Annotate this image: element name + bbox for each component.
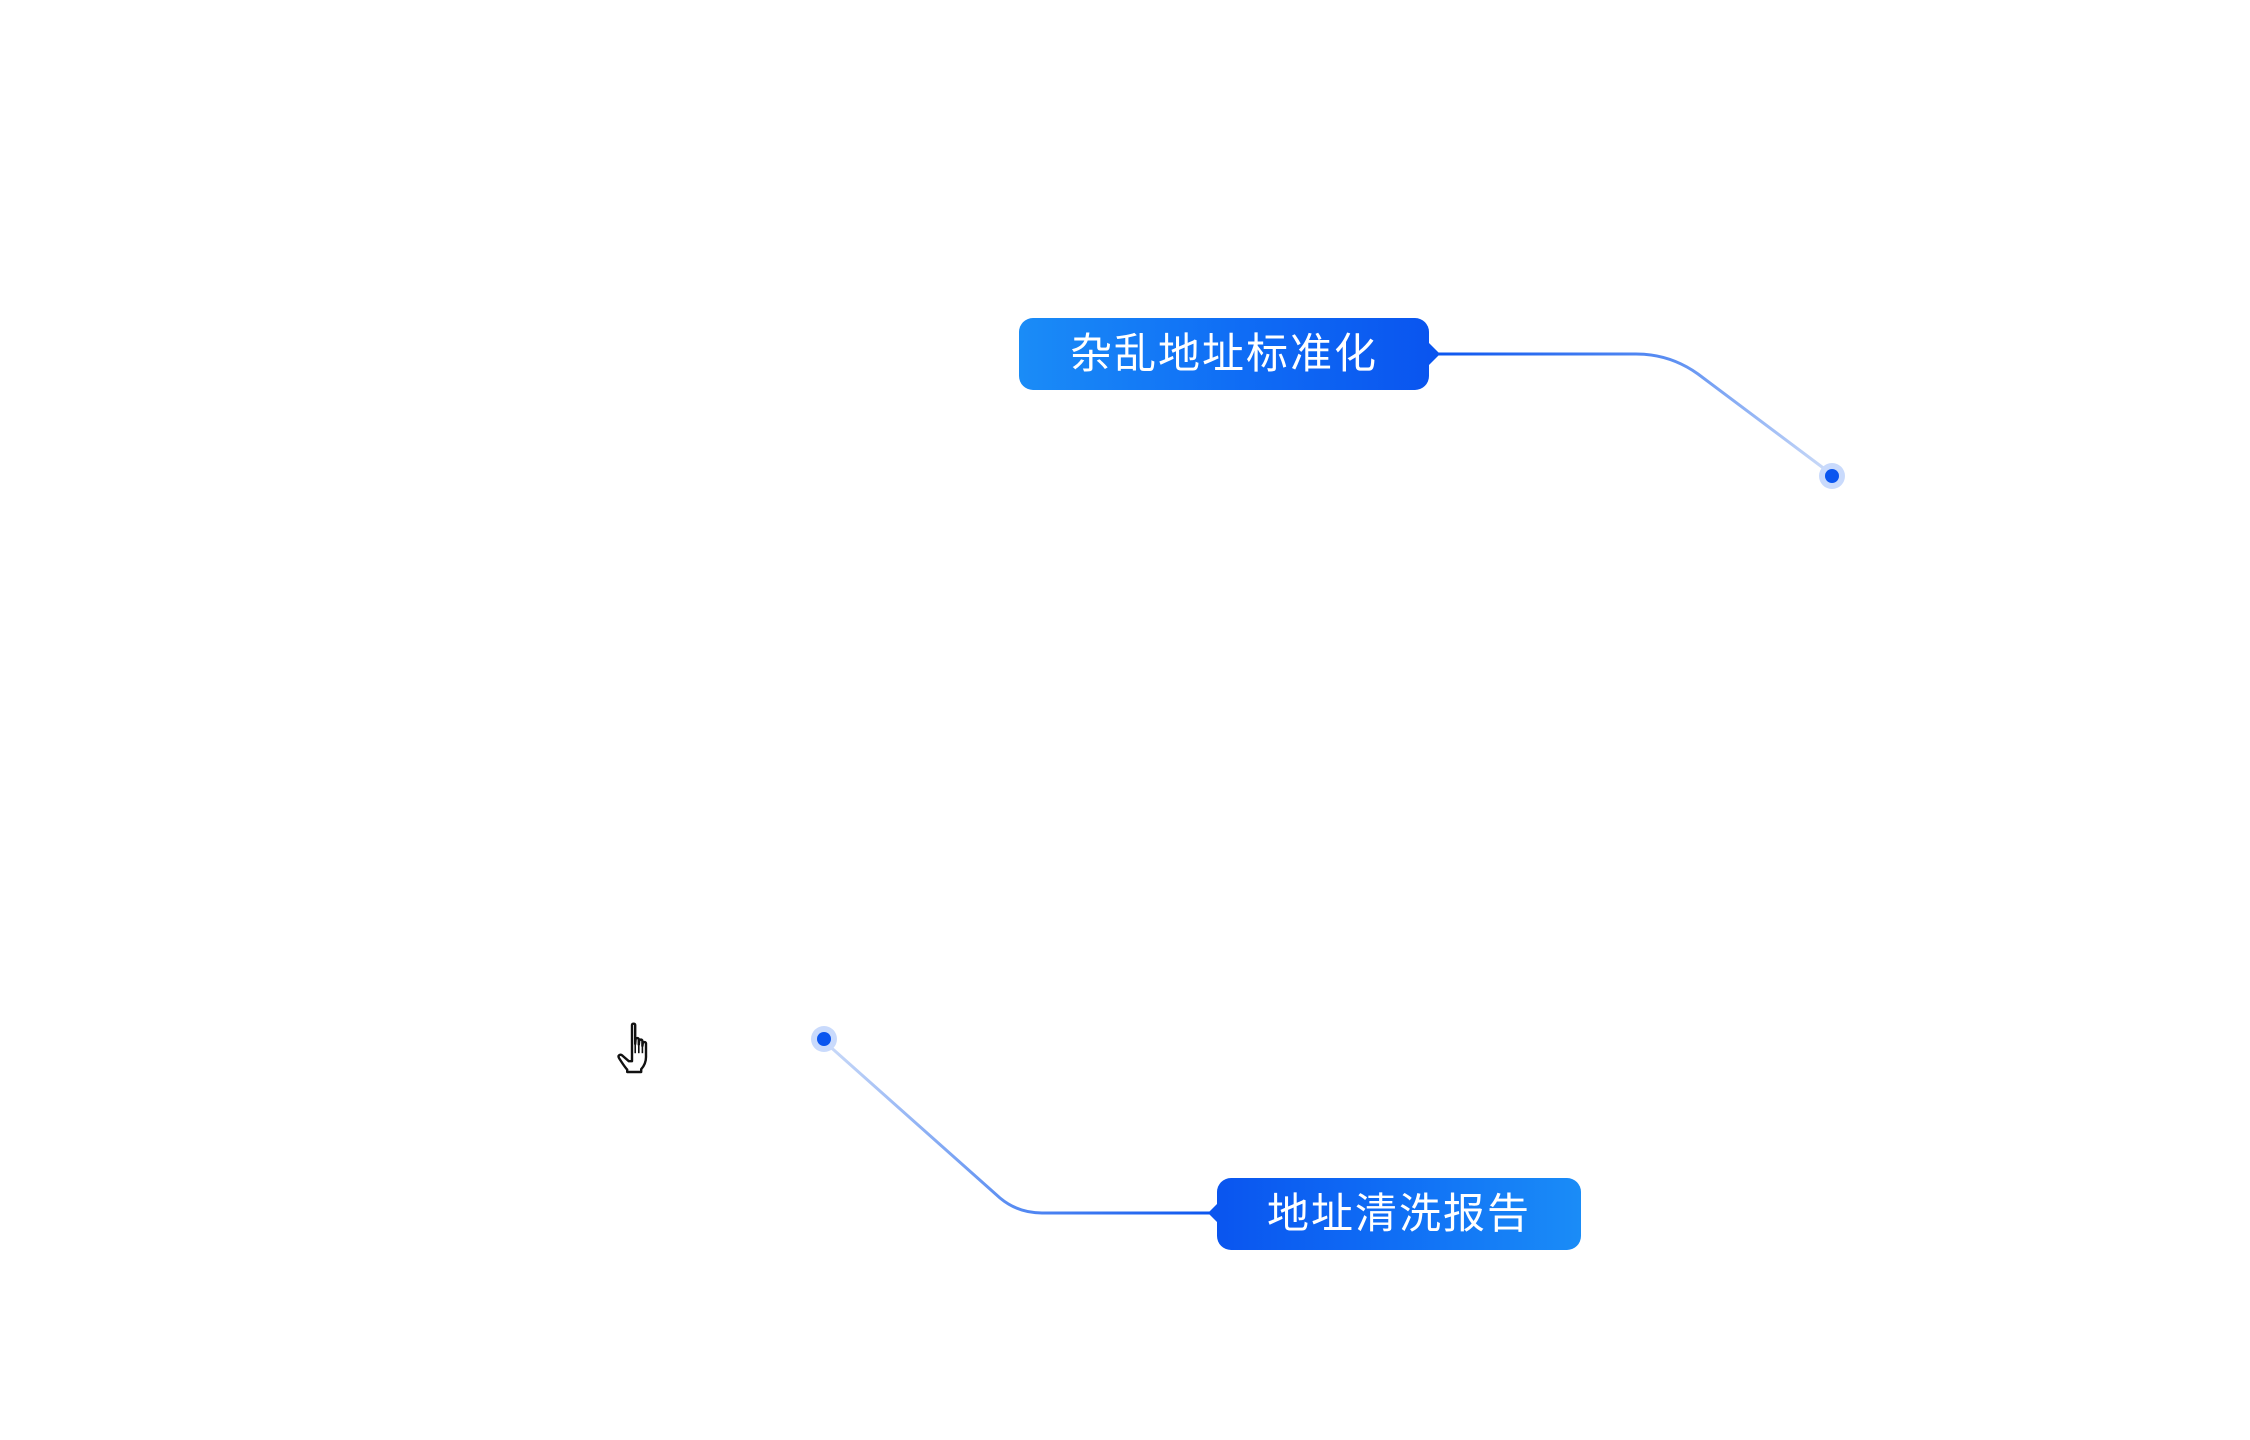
anchor-dot-bottom	[817, 1032, 831, 1046]
connector-line-top	[1432, 352, 1831, 475]
callout-tag-bottom[interactable]: 地址清洗报告	[1217, 1178, 1581, 1250]
callout-label-top: 杂乱地址标准化	[1069, 329, 1378, 378]
anchor-dot-top	[1825, 469, 1839, 483]
callout-label-bottom: 地址清洗报告	[1266, 1189, 1531, 1238]
hand-pointer-icon	[617, 1022, 648, 1074]
connector-line-bottom	[825, 1041, 1210, 1215]
callout-tag-top[interactable]: 杂乱地址标准化	[1019, 318, 1429, 390]
